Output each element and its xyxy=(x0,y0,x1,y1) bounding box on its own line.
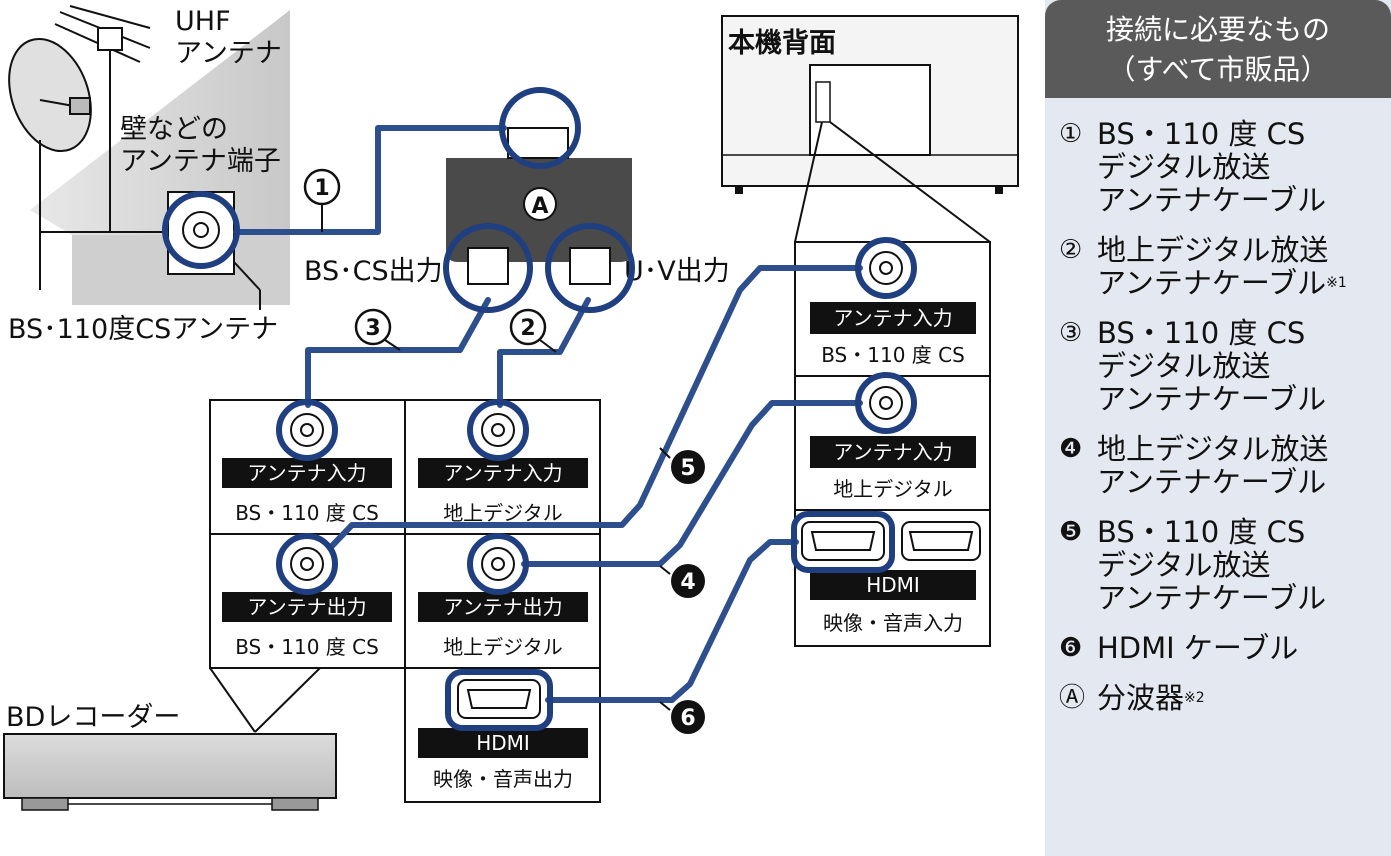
splitter-mark: A xyxy=(531,194,548,219)
cable-marker-2: 2 xyxy=(509,308,557,353)
rec-antenna-in-terrestrial-label: アンテナ入力 xyxy=(443,461,562,485)
cable-marker-4: 4 xyxy=(659,564,705,598)
tv-bs-sub-label: BS・110 度 CS xyxy=(821,343,965,367)
uv-out-label: U･V出力 xyxy=(624,256,730,287)
rec-in-terrestrial-sub-label: 地上デジタル xyxy=(443,501,563,525)
list-item: ① BS・110 度 CS デジタル放送 アンテナケーブル xyxy=(1059,118,1391,217)
tv-terrestrial-sub-label: 地上デジタル xyxy=(833,477,953,501)
tv-back-image xyxy=(721,15,1019,194)
rec-hdmi-label: HDMI xyxy=(476,731,530,755)
tv-hdmi-sub-label: 映像・音声入力 xyxy=(823,611,963,635)
cable-marker-1: 1 xyxy=(303,168,341,232)
rec-hdmi-sub-label: 映像・音声出力 xyxy=(433,767,573,791)
required-items-sidebar: 接続に必要なもの （すべて市販品） ① BS・110 度 CS デジタル放送 アン… xyxy=(1045,0,1391,856)
rec-antenna-out-bs-label: アンテナ出力 xyxy=(247,595,366,619)
svg-text:4: 4 xyxy=(680,570,695,595)
wall-terminal-label: 壁などのアンテナ端子 xyxy=(120,114,281,177)
list-item: ❻ HDMI ケーブル xyxy=(1059,632,1391,665)
item-text: 地上デジタル放送 アンテナケーブル※1 xyxy=(1097,234,1347,300)
list-item: Ⓐ 分波器※2 xyxy=(1059,682,1391,715)
bd-recorder-image xyxy=(3,667,337,811)
item-mark: ❹ xyxy=(1059,434,1083,464)
item-text: BS・110 度 CS デジタル放送 アンテナケーブル xyxy=(1097,516,1326,615)
list-item: ② 地上デジタル放送 アンテナケーブル※1 xyxy=(1059,234,1391,300)
cable-marker-5: 5 xyxy=(659,447,705,484)
cable-marker-3: 3 xyxy=(354,308,401,351)
sidebar-title: 接続に必要なもの （すべて市販品） xyxy=(1045,0,1391,98)
required-items-list: ① BS・110 度 CS デジタル放送 アンテナケーブル ② 地上デジタル放送 ア… xyxy=(1045,98,1391,715)
item-label: BS・110 度 CS デジタル放送 アンテナケーブル xyxy=(1097,515,1327,615)
item-label: BS・110 度 CS デジタル放送 アンテナケーブル xyxy=(1097,117,1327,217)
rec-out-terrestrial-sub-label: 地上デジタル xyxy=(443,635,563,659)
bd-recorder-label: BDレコーダー xyxy=(6,702,180,733)
item-mark: ② xyxy=(1059,235,1083,265)
cable-marker-6: 6 xyxy=(659,700,705,734)
svg-text:2: 2 xyxy=(520,316,535,341)
item-label: 地上デジタル放送 アンテナケーブル xyxy=(1097,432,1329,499)
list-item: ③ BS・110 度 CS デジタル放送 アンテナケーブル xyxy=(1059,317,1391,416)
bs-antenna-label: BS･110度CSアンテナ xyxy=(8,314,278,345)
tv-antenna-in-bs-label: アンテナ入力 xyxy=(833,306,952,330)
item-text: 分波器※2 xyxy=(1097,682,1205,715)
item-text: BS・110 度 CS デジタル放送 アンテナケーブル xyxy=(1097,118,1326,217)
cables xyxy=(162,87,917,731)
svg-text:5: 5 xyxy=(680,456,695,481)
recorder-panel: アンテナ入力 アンテナ入力 BS・110 度 CS 地上デジタル アンテナ出力 … xyxy=(209,399,601,803)
sidebar-title-text: 接続に必要なもの （すべて市販品） xyxy=(1105,13,1330,86)
item-label: 地上デジタル放送 アンテナケーブル xyxy=(1097,233,1329,300)
item-note: ※1 xyxy=(1326,275,1347,291)
item-mark: ① xyxy=(1059,119,1083,149)
item-text: BS・110 度 CS デジタル放送 アンテナケーブル xyxy=(1097,317,1326,416)
rec-out-bs-sub-label: BS・110 度 CS xyxy=(235,635,379,659)
item-mark: ❺ xyxy=(1059,517,1083,547)
splitter: A xyxy=(446,127,632,285)
rec-antenna-out-terrestrial-label: アンテナ出力 xyxy=(443,595,562,619)
bs-dish-icon xyxy=(8,37,165,290)
svg-text:6: 6 xyxy=(680,706,695,731)
item-mark: ③ xyxy=(1059,318,1083,348)
item-label: BS・110 度 CS デジタル放送 アンテナケーブル xyxy=(1097,316,1327,416)
svg-text:3: 3 xyxy=(365,316,380,341)
tv-back-label: 本機背面 xyxy=(728,28,836,59)
item-text: HDMI ケーブル xyxy=(1097,632,1298,665)
item-mark: ❻ xyxy=(1059,633,1083,663)
tv-hdmi-label: HDMI xyxy=(866,573,920,597)
item-label: HDMI ケーブル xyxy=(1097,631,1299,665)
svg-text:1: 1 xyxy=(314,176,329,201)
tv-panel: アンテナ入力 BS・110 度 CS アンテナ入力 地上デジタル HDMI 映像… xyxy=(794,241,991,647)
item-label: 分波器 xyxy=(1097,681,1185,715)
item-text: 地上デジタル放送 アンテナケーブル xyxy=(1097,433,1328,499)
item-note: ※2 xyxy=(1184,690,1205,706)
rec-antenna-in-bs-label: アンテナ入力 xyxy=(247,461,366,485)
item-mark: Ⓐ xyxy=(1059,683,1086,713)
tv-antenna-in-terrestrial-label: アンテナ入力 xyxy=(833,440,952,464)
uhf-antenna-icon xyxy=(54,5,165,233)
list-item: ❺ BS・110 度 CS デジタル放送 アンテナケーブル xyxy=(1059,516,1391,615)
list-item: ❹ 地上デジタル放送 アンテナケーブル xyxy=(1059,433,1391,499)
rec-in-bs-sub-label: BS・110 度 CS xyxy=(235,501,379,525)
bs-cs-out-label: BS･CS出力 xyxy=(304,256,443,287)
